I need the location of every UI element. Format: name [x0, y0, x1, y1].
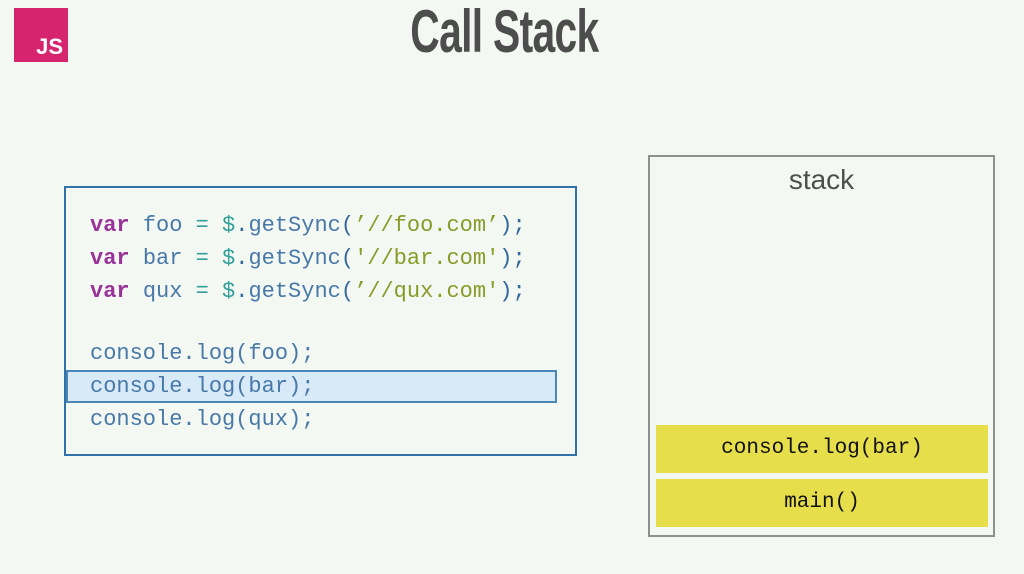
code-token-punct: . [235, 279, 249, 304]
code-token-op: $ [222, 246, 236, 271]
js-logo: JS [14, 8, 68, 62]
stack-frame-main: main() [656, 479, 988, 527]
title-container: Call Stack [0, 0, 1008, 67]
code-token-kw: var [90, 213, 143, 238]
code-line: console.log(foo); [66, 337, 575, 370]
code-token-str: '//bar.com' [354, 246, 500, 271]
code-token-name: console.log(foo); [90, 341, 315, 366]
code-token-op: $ [222, 213, 236, 238]
code-token-punct: ( [340, 279, 355, 304]
code-line-highlighted: console.log(bar); [66, 370, 557, 403]
code-line: var foo = $.getSync(’//foo.com’); [66, 209, 575, 242]
code-token-kw: var [90, 279, 143, 304]
stack-frames: console.log(bar) main() [656, 425, 988, 527]
code-panel: var foo = $.getSync(’//foo.com’);var bar… [64, 186, 577, 456]
code-token-op: = [182, 213, 223, 238]
code-token-op: $ [222, 279, 236, 304]
code-token-name: getSync [248, 279, 341, 304]
code-token-name: getSync [248, 213, 341, 238]
code-line: console.log(qux); [66, 403, 575, 436]
code-token-punct: ) [499, 213, 513, 238]
stack-panel: stack console.log(bar) main() [648, 155, 995, 537]
code-token-punct: ( [340, 246, 355, 271]
stack-frame-console-log-bar: console.log(bar) [656, 425, 988, 473]
code-token-punct: ) [499, 279, 513, 304]
code-token-punct: . [235, 213, 249, 238]
code-lines: var foo = $.getSync(’//foo.com’);var bar… [66, 209, 575, 436]
code-token-name: console.log(qux); [90, 407, 315, 432]
code-line [66, 308, 575, 337]
code-token-punct: ( [340, 213, 355, 238]
code-token-op: = [182, 279, 223, 304]
code-token-punct: ; [512, 246, 526, 271]
code-token-name: qux [142, 279, 183, 304]
code-line: var bar = $.getSync('//bar.com'); [66, 242, 575, 275]
code-token-kw: var [90, 246, 143, 271]
code-token-str: ’//foo.com’ [354, 213, 500, 238]
code-token-name: bar [142, 246, 183, 271]
code-token-op: = [182, 246, 223, 271]
page-title: Call Stack [409, 0, 599, 65]
code-token-name: getSync [248, 246, 341, 271]
code-token-str: ’//qux.com' [354, 279, 500, 304]
js-logo-text: JS [36, 34, 63, 59]
code-token-punct: ) [499, 246, 513, 271]
code-token-punct: ; [512, 279, 526, 304]
code-token-punct: ; [512, 213, 526, 238]
stack-label: stack [788, 164, 855, 195]
code-token-name: foo [142, 213, 183, 238]
code-line: var qux = $.getSync(’//qux.com'); [66, 275, 575, 308]
code-token-name: console.log(bar); [90, 374, 315, 399]
code-token-punct: . [235, 246, 249, 271]
